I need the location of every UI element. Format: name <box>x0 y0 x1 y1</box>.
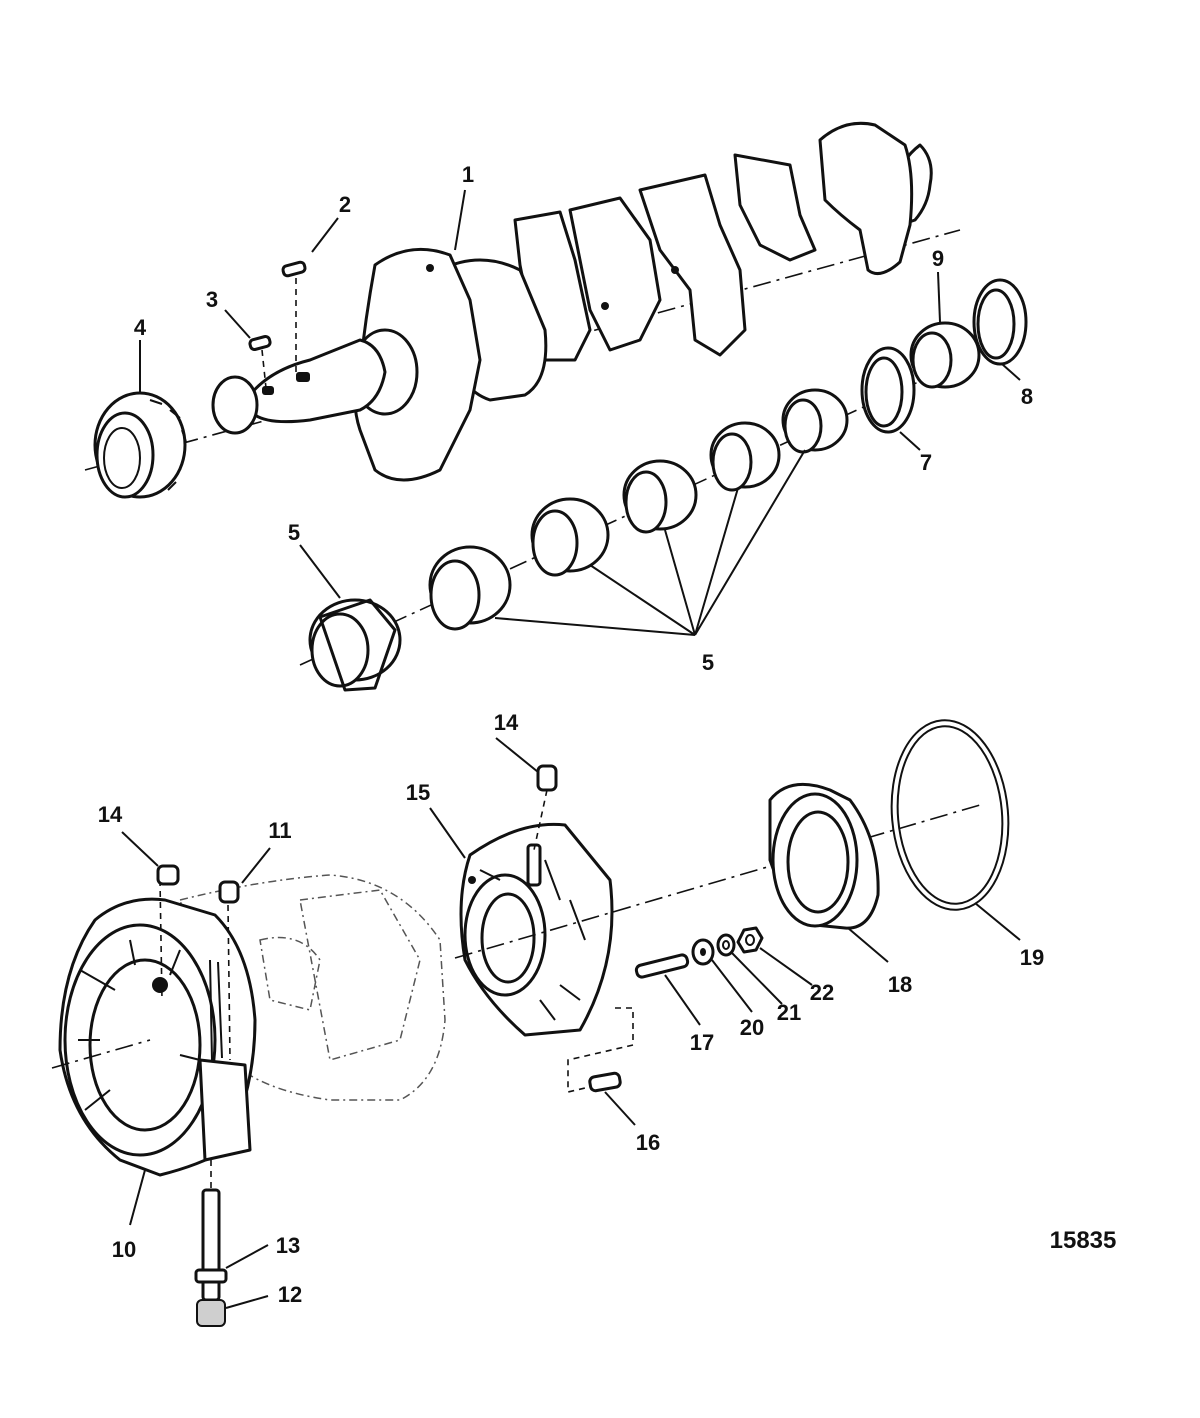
crankshaft-gear <box>93 391 187 499</box>
crankshaft-reference-outline <box>179 874 446 1101</box>
o-ring <box>890 719 1010 911</box>
woodruff-key-3 <box>248 334 272 389</box>
main-bearing <box>308 598 402 692</box>
callout-12: 12 <box>278 1282 302 1307</box>
callout-8: 8 <box>1021 384 1033 409</box>
front-cover <box>58 879 257 1190</box>
callout-17: 17 <box>690 1030 714 1055</box>
lock-washer <box>716 933 736 957</box>
callout-21: 21 <box>777 1000 801 1025</box>
callout-3: 3 <box>206 287 218 312</box>
pin-location-bracket <box>567 1007 634 1094</box>
plug-left <box>156 864 180 886</box>
thrust-bearing <box>909 321 981 389</box>
callout-20: 20 <box>740 1015 764 1040</box>
thrust-washer-front <box>860 346 916 434</box>
dowel-pin-lower <box>588 1071 622 1093</box>
callout-4: 4 <box>134 315 147 340</box>
callout-14-top: 14 <box>494 710 519 735</box>
dowel-pin <box>218 880 240 904</box>
callout-7: 7 <box>920 450 932 475</box>
callout-18: 18 <box>888 972 912 997</box>
crankshaft <box>211 121 933 482</box>
main-bearing <box>622 459 698 534</box>
callout-11: 11 <box>268 818 291 843</box>
callout-16: 16 <box>636 1130 660 1155</box>
pump-pin <box>634 953 690 979</box>
oil-pump-cover <box>459 822 614 1037</box>
callout-10: 10 <box>112 1237 136 1262</box>
leader-lines <box>121 189 1021 1309</box>
main-bearing <box>781 388 849 454</box>
callout-19: 19 <box>1020 945 1044 970</box>
illustration-number: 15835 <box>1050 1227 1117 1254</box>
callout-1: 1 <box>462 162 474 187</box>
callout-14-left: 14 <box>98 802 123 827</box>
cover-bolt <box>194 1188 228 1327</box>
callout-13: 13 <box>276 1233 300 1258</box>
main-bearing <box>709 421 781 492</box>
callout-15: 15 <box>406 780 430 805</box>
flat-washer <box>691 938 715 966</box>
main-bearing <box>530 497 610 577</box>
front-cover-centerline <box>51 1039 151 1069</box>
woodruff-key-2 <box>281 260 307 372</box>
callout-9: 9 <box>932 246 944 271</box>
callout-5-single: 5 <box>288 520 300 545</box>
callout-2: 2 <box>339 192 351 217</box>
thrust-washer-rear <box>972 278 1028 366</box>
callout-5-group: 5 <box>702 650 714 675</box>
oil-seal <box>768 782 880 930</box>
callout-22: 22 <box>810 980 834 1005</box>
plug-top <box>536 764 558 792</box>
hex-nut <box>736 926 764 954</box>
main-bearing <box>428 545 512 631</box>
